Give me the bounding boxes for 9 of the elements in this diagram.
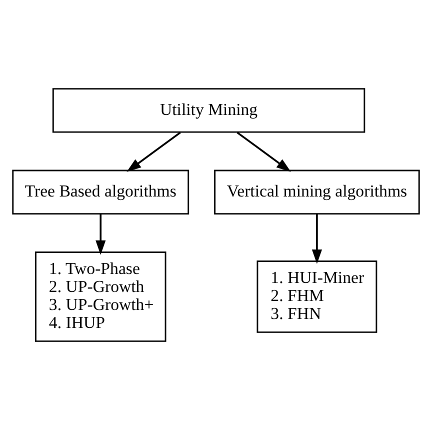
arrow bbox=[96, 214, 106, 255]
arrow bbox=[312, 214, 322, 264]
arrow bbox=[126, 132, 181, 172]
node-box: Tree Based algorithms bbox=[12, 170, 190, 215]
node-box: 1. HUI-Miner 2. FHM 3. FHN bbox=[256, 260, 378, 333]
node-box: 1. Two-Phase 2. UP-Growth 3. UP-Growth+ 4. IHUP bbox=[35, 252, 166, 342]
arrow bbox=[236, 132, 291, 172]
node-box: Vertical mining algorithms bbox=[214, 170, 420, 215]
node-box: Utility Mining bbox=[52, 88, 366, 133]
